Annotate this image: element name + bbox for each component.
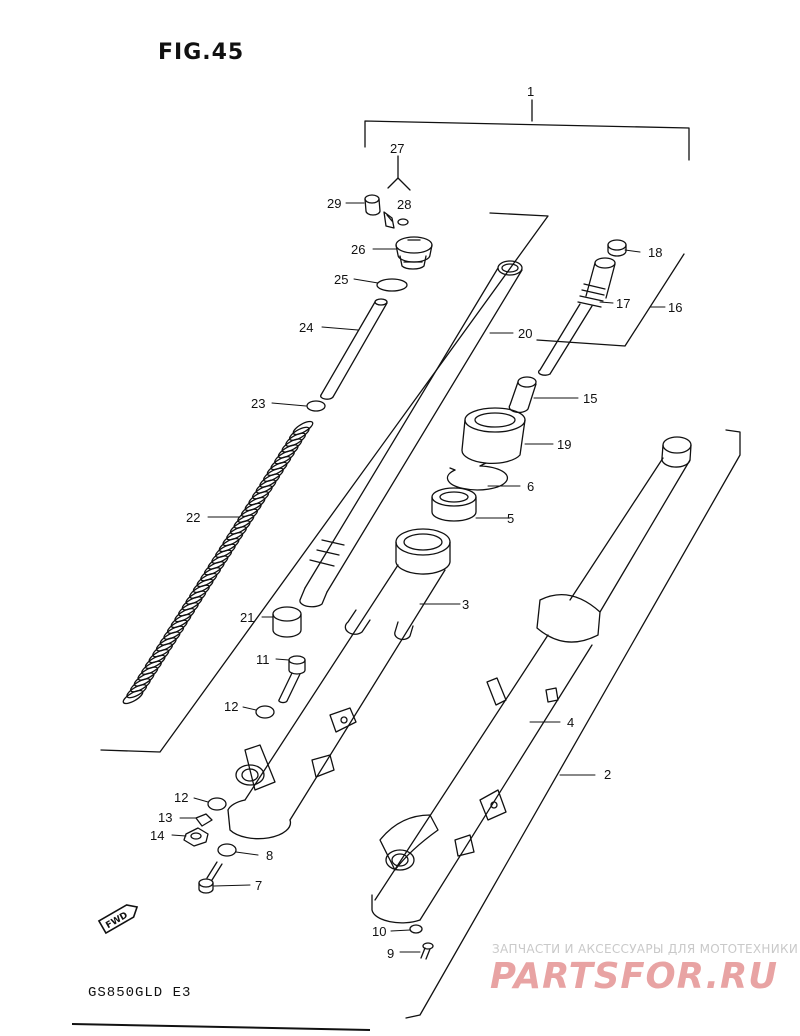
label-21: 21 [240,610,254,625]
watermark-logo-text: PARTSFOR.RU [490,956,778,996]
label-8: 8 [266,848,273,863]
oil-seal-circlip [446,462,509,491]
axle-nut [183,827,209,847]
figure-title: FIG.45 [158,40,245,65]
label-14: 14 [150,828,164,843]
label-7: 7 [255,878,262,893]
air-valve-cap [364,194,381,216]
valve-bracket [397,155,411,191]
label-22: 22 [186,510,200,525]
fork-cap-bolt [395,236,433,270]
axle-nut-small [195,813,213,827]
drain-bolt [198,861,223,894]
bolt-washer-lower [207,797,227,811]
label-10: 10 [372,924,386,939]
label-17: 17 [616,296,630,311]
oil-seal [431,487,477,522]
guide-bushing [272,606,302,638]
drain-washer [217,843,237,857]
label-19: 19 [557,437,571,452]
label-4: 4 [567,715,574,730]
label-6: 6 [527,479,534,494]
bleed-washer [409,924,423,934]
fwd-arrow-badge: FWD [97,904,139,935]
label-3: 3 [462,597,469,612]
outer-group-box [405,429,741,1019]
label-20: 20 [518,326,532,341]
label-13: 13 [158,810,172,825]
label-29: 29 [327,196,341,211]
leader-lines [171,202,666,953]
outer-tube-left [227,528,451,840]
label-16: 16 [668,300,682,315]
label-12-upper: 12 [224,699,238,714]
watermark-logo: PARTSFOR.RU [490,956,778,996]
cap-o-ring [376,278,408,292]
label-28: 28 [397,197,411,212]
valve-o-ring [397,218,409,226]
label-15: 15 [583,391,597,406]
label-9: 9 [387,946,394,961]
label-24: 24 [299,320,313,335]
spring-seat-washer [306,400,326,412]
model-code: GS850GLD E3 [88,985,192,1001]
outer-tube-right [371,436,692,924]
label-26: 26 [351,242,365,257]
bottom-rule [71,1023,371,1031]
dust-seal [461,407,526,464]
oil-lock-piece [508,376,537,413]
part-number-labels: 1 2 3 4 5 6 7 8 9 10 11 12 12 13 14 15 1… [150,84,682,961]
inner-group-box [100,212,549,753]
label-18: 18 [648,245,662,260]
fork-spring [122,420,314,705]
damper-bolt [278,655,306,704]
label-1: 1 [527,84,534,99]
spring-coil [122,689,144,705]
label-11: 11 [256,652,270,667]
label-12-lower: 12 [174,790,188,805]
inner-tube [299,260,523,608]
spacer-tube [320,298,388,400]
damper-group-box [536,253,685,347]
label-25: 25 [334,272,348,287]
bolt-washer-upper [255,705,275,719]
label-23: 23 [251,396,265,411]
label-5: 5 [507,511,514,526]
damper-rod [537,239,627,376]
air-valve [383,211,395,229]
assembly-bracket [364,99,690,161]
label-2: 2 [604,767,611,782]
label-27: 27 [390,141,404,156]
bleed-screw [420,942,434,960]
watermark-caption: ЗАПЧАСТИ И АКСЕССУАРЫ ДЛЯ МОТОТЕХНИКИ [492,942,799,956]
